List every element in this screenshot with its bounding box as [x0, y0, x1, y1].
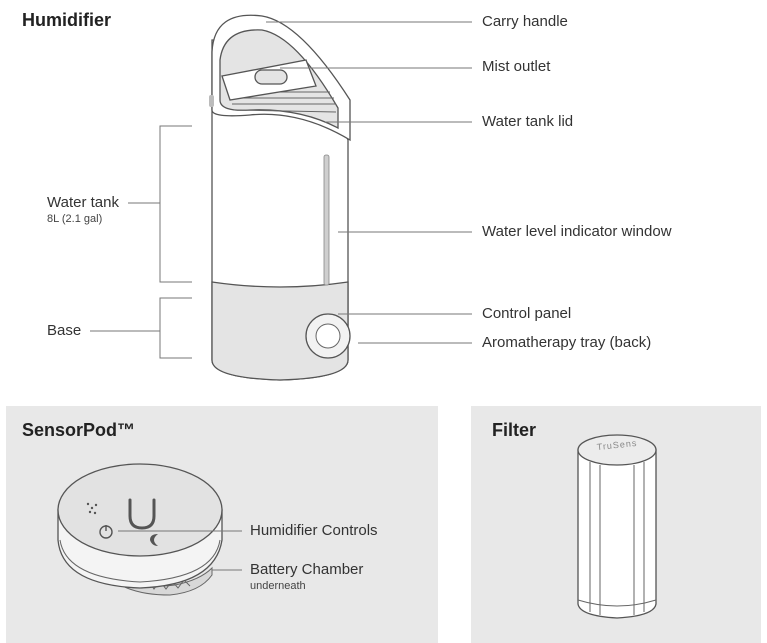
water-tank-capacity: 8L (2.1 gal) — [47, 213, 103, 225]
filter-body — [577, 449, 657, 619]
base-label: Base — [47, 322, 82, 339]
water-tank-lid-label: Water tank lid — [482, 113, 574, 130]
humidifier-illustration — [90, 14, 472, 381]
mist-dots-icon — [86, 502, 98, 515]
water-tank-label: Water tank — [47, 194, 119, 211]
water-tank-bracket — [159, 125, 192, 283]
filter-top — [577, 434, 657, 466]
controls-u-icon — [128, 498, 156, 530]
water-level-label: Water level indicator window — [482, 223, 672, 240]
control-panel-label: Control panel — [482, 305, 572, 322]
control-panel-dial-inner — [315, 323, 341, 349]
mist-outlet-label: Mist outlet — [482, 58, 551, 75]
moon-icon — [150, 534, 158, 546]
mist-outlet-slot — [254, 69, 288, 85]
carry-handle-label: Carry handle — [482, 13, 568, 30]
sensorpod-side-ring — [59, 539, 221, 583]
humidifier-controls-label: Humidifier Controls — [250, 522, 378, 539]
base-bracket — [159, 297, 192, 359]
humidifier-title: Humidifier — [22, 10, 112, 30]
filter-title: Filter — [492, 420, 537, 440]
water-level-window — [323, 154, 330, 286]
sensorpod-title: SensorPod™ — [22, 420, 136, 440]
sensorpod-top — [57, 463, 223, 557]
aromatherapy-label: Aromatherapy tray (back) — [482, 334, 652, 351]
humidifier-base — [211, 281, 349, 381]
side-button — [209, 95, 214, 107]
filter-pleats — [589, 462, 645, 615]
battery-chamber-label: Battery Chamber — [250, 561, 364, 578]
battery-chamber-sub: underneath — [250, 580, 306, 592]
